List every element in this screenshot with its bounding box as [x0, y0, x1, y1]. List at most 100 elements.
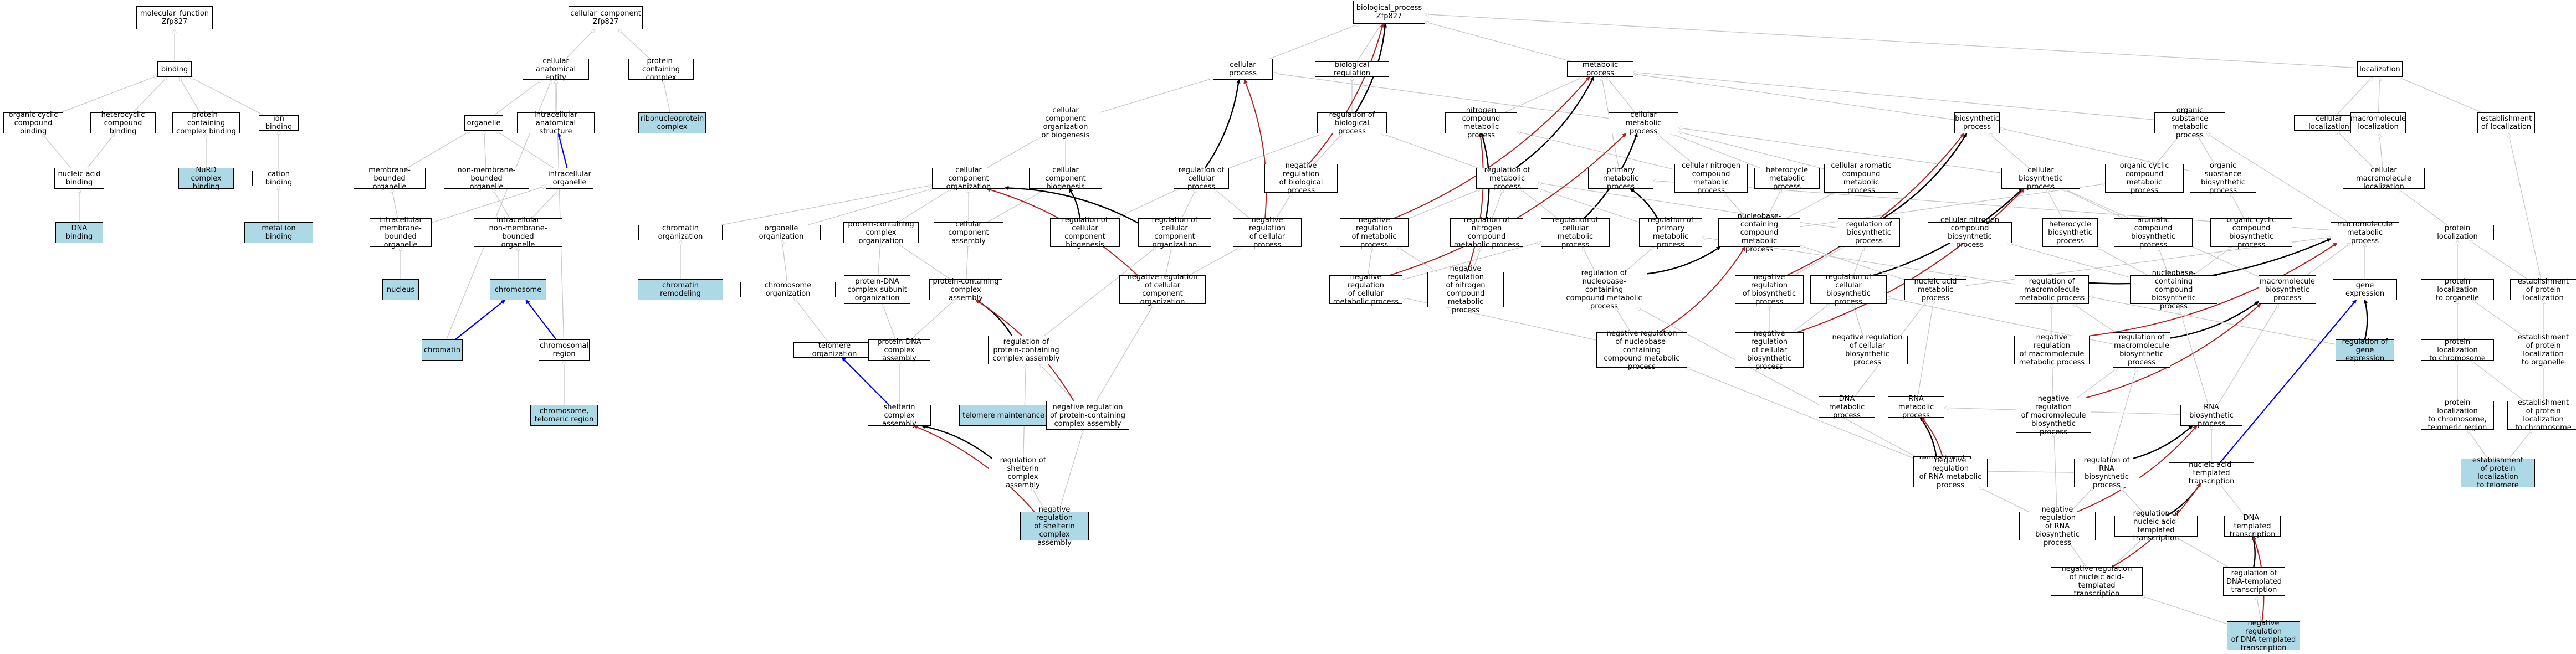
term-node-negative-regulation-nshel[interactable]: negative regulation of shelterin complex…	[1020, 506, 1089, 547]
term-node-organelle-organelle[interactable]: organelle	[464, 115, 503, 131]
term-node-regulation-of-rnbcmp[interactable]: regulation of nucleobase-containing comp…	[1561, 269, 1647, 311]
term-node-cellular-nitrogen-cnmp[interactable]: cellular nitrogen compound metabolic pro…	[1674, 162, 1748, 195]
term-node-negative-regulation-nrncmp[interactable]: negative regulation of nitrogen compound…	[1427, 265, 1504, 315]
term-node-ion-binding-ionb[interactable]: ion binding	[259, 115, 299, 131]
term-node-regulation-of-rcbp[interactable]: regulation of cellular biosynthetic proc…	[1810, 273, 1887, 306]
term-node-chromosome-organization-chrorg2[interactable]: chromosome organization	[740, 281, 836, 298]
term-node-organic-cyclic-ocmp[interactable]: organic cyclic compound metabolic proces…	[2105, 162, 2184, 195]
term-node-regulation-of-rccb[interactable]: regulation of cellular component biogene…	[1050, 216, 1120, 249]
term-node-chromosomal-chrreg[interactable]: chromosomal region	[539, 339, 590, 361]
term-node-metal-ion-binding-metb[interactable]: metal ion binding	[244, 222, 313, 243]
term-node-nucleobase-containing-nbcmp[interactable]: nucleobase-containing compound metabolic…	[1718, 212, 1800, 254]
term-node-negative-regulation-nrmp[interactable]: negative regulation of metabolic process	[1340, 216, 1409, 249]
term-node-cellular-component-ccb[interactable]: cellular component biogenesis	[1029, 166, 1102, 191]
term-node-organelle-organization-orgorg[interactable]: organelle organization	[742, 224, 821, 241]
term-node-intracellular-imbo[interactable]: intracellular membrane-bounded organelle	[370, 216, 432, 249]
term-node-intracellular-io[interactable]: intracellular organelle	[546, 168, 593, 189]
term-node-heterocycle-hbp[interactable]: heterocycle biosynthetic process	[2042, 218, 2098, 247]
term-node-protein-containing-pcca[interactable]: protein-containing complex assembly	[929, 277, 1002, 302]
term-node-rna-metabolic-rnamp[interactable]: RNA metabolic process	[1888, 395, 1944, 420]
term-node-chromosome-chromosome[interactable]: chromosome	[490, 279, 546, 300]
term-node-cellular-anatomical-cae[interactable]: cellular anatomical entity	[523, 57, 589, 82]
term-node-ribonucleoprotein-rnp[interactable]: ribonucleoprotein complex	[638, 112, 706, 133]
term-node-cation-binding-catb[interactable]: cation binding	[252, 170, 305, 187]
term-node-cellular-process-cellproc[interactable]: cellular process	[1213, 59, 1273, 80]
term-node-regulation-of-rcp[interactable]: regulation of cellular process	[1174, 166, 1229, 191]
term-node-establishment-estpltc[interactable]: establishment of protein localization to…	[2507, 399, 2576, 432]
term-node-heterocyclic-hcb[interactable]: heterocyclic compound binding	[90, 111, 156, 136]
term-node-negative-regulation-nrcco[interactable]: negative regulation of cellular componen…	[1119, 273, 1206, 306]
term-node-biological-process-bp[interactable]: biological_process Zfp827	[1353, 1, 1425, 24]
term-node-regulation-of-rnatt[interactable]: regulation of nucleic acid-templated tra…	[2114, 509, 2198, 543]
term-node-regulation-of-rdtt[interactable]: regulation of DNA-templated transcriptio…	[2223, 567, 2285, 596]
term-node-chromosome-telreg[interactable]: chromosome, telomeric region	[530, 405, 598, 426]
term-node-organic-substance-osmp[interactable]: organic substance metabolic process	[2154, 106, 2225, 140]
term-node-establishment-estloc[interactable]: establishment of localization	[2477, 112, 2535, 133]
term-node-protein-containing-pccorg[interactable]: protein-containing complex organization	[843, 220, 919, 245]
term-node-regulation-of-rshel[interactable]: regulation of shelterin complex assembly	[989, 456, 1057, 490]
term-node-non-membrane-bounded-nmbo[interactable]: non-membrane-bounded organelle	[444, 166, 529, 191]
term-node-localization-localization[interactable]: localization	[2357, 61, 2403, 77]
term-node-heterocycle-hmp[interactable]: heterocycle metabolic process	[1754, 166, 1820, 191]
term-node-nurd-complex-nurd[interactable]: NuRD complex binding	[178, 166, 234, 191]
term-node-shelterin-complex-shelasm[interactable]: shelterin complex assembly	[868, 403, 931, 428]
term-node-regulation-of-rbiosyn[interactable]: regulation of biosynthetic process	[1838, 218, 1900, 247]
term-node-negative-regulation-nrdtt[interactable]: negative regulation of DNA-templated tra…	[2227, 619, 2300, 652]
term-node-regulation-of-rmmp[interactable]: regulation of macromolecule metabolic pr…	[2015, 275, 2089, 304]
term-node-dna-templated-dtt[interactable]: DNA-templated transcription	[2224, 514, 2281, 539]
term-node-establishment-estpl[interactable]: establishment of protein localization	[2510, 277, 2576, 302]
term-node-dna-binding-dnab[interactable]: DNA binding	[55, 222, 103, 243]
term-node-nitrogen-compound-ncmp[interactable]: nitrogen compound metabolic process	[1445, 106, 1517, 140]
term-node-gene-expression-gexp[interactable]: gene expression	[2333, 279, 2397, 300]
term-node-cellular-component-ccob[interactable]: cellular component organization or bioge…	[1031, 106, 1100, 140]
term-node-regulation-of-rmbp[interactable]: regulation of macromolecule biosynthetic…	[2113, 332, 2170, 368]
term-node-macromolecule-mbp[interactable]: macromolecule biosynthetic process	[2259, 275, 2316, 304]
term-node-negative-regulation-ncmp2[interactable]: negative regulation of cellular metaboli…	[1329, 273, 1402, 306]
term-node-regulation-of-rmp[interactable]: regulation of metabolic process	[1476, 166, 1538, 191]
term-node-regulation-of-rpcca[interactable]: regulation of protein-containing complex…	[988, 336, 1064, 364]
term-node-negative-regulation-nrcbp[interactable]: negative regulation of cellular biosynth…	[1735, 329, 1804, 371]
term-node-chromatin-remodeling-chrrem[interactable]: chromatin remodeling	[638, 279, 723, 300]
term-node-negative-regulation-nrnbcmp[interactable]: negative regulation of nucleobase-contai…	[1596, 329, 1687, 371]
term-node-dna-metabolic-dnamp[interactable]: DNA metabolic process	[1819, 395, 1875, 420]
term-node-protein-dna-pdco[interactable]: protein-DNA complex subunit organization	[844, 275, 910, 304]
term-node-regulation-of-rcmp[interactable]: regulation of cellular metabolic process	[1541, 216, 1610, 249]
term-node-protein-localization-ploc[interactable]: protein localization	[2421, 224, 2494, 241]
term-node-nucleobase-containing-nbcbp[interactable]: nucleobase-containing compound biosynthe…	[2130, 269, 2217, 311]
term-node-primary-metabolic-pmp[interactable]: primary metabolic process	[1588, 166, 1653, 191]
term-node-negative-regulation-ncp[interactable]: negative regulation of cellular process	[1233, 216, 1302, 249]
term-node-regulation-of-rrnabp[interactable]: regulation of RNA biosynthetic process	[2074, 456, 2139, 490]
term-node-intracellular-ias[interactable]: intracellular anatomical structure	[517, 111, 595, 136]
term-node-biological-regulation-regbp[interactable]: biological regulation	[1315, 61, 1389, 78]
term-node-regulation-of-rcco[interactable]: regulation of cellular component organiz…	[1138, 216, 1211, 249]
term-node-establishment-estplo[interactable]: establishment of protein localization to…	[2508, 333, 2576, 367]
term-node-telomere-maintenance-telmain[interactable]: telomere maintenance	[959, 405, 1048, 426]
term-node-protein-dna-pdca[interactable]: protein-DNA complex assembly	[868, 338, 930, 363]
term-node-cellular-component-cco[interactable]: cellular component organization	[932, 166, 1005, 191]
term-node-macromolecule-macloc[interactable]: macromolecule localization	[2350, 112, 2406, 133]
term-node-organic-cyclic-ocb[interactable]: organic cyclic compound binding	[3, 111, 63, 136]
term-node-cellular-aromatic-camp[interactable]: cellular aromatic compound metabolic pro…	[1824, 162, 1898, 195]
term-node-cellular-biosynthetic-cbp[interactable]: cellular biosynthetic process	[2001, 166, 2080, 191]
term-node-negative-regulation-nrrnabp[interactable]: negative regulation of RNA biosynthetic …	[2019, 506, 2096, 547]
term-node-aromatic-compound-acbp[interactable]: aromatic compound biosynthetic process	[2114, 216, 2193, 249]
term-node-negative-regulation-nrpcca[interactable]: negative regulation of protein-containin…	[1046, 401, 1129, 430]
term-node-negative-regulation-nrbp[interactable]: negative regulation of biological proces…	[1264, 162, 1338, 195]
term-node-regulation-of-rge[interactable]: regulation of gene expression	[2336, 338, 2394, 363]
term-node-nucleus-nucleus[interactable]: nucleus	[382, 279, 419, 300]
term-node-protein-localization-pltctr[interactable]: protein localization to chromosome, telo…	[2421, 399, 2494, 432]
term-node-chromatin-chromatin[interactable]: chromatin	[422, 339, 463, 361]
term-node-metabolic-process-metproc[interactable]: metabolic process	[1567, 61, 1633, 78]
term-node-establishment-estpltel[interactable]: establishment of protein localization to…	[2461, 456, 2535, 490]
term-node-nucleic-acid-templated-natt[interactable]: nucleic acid-templated transcription	[2169, 461, 2254, 486]
term-node-membrane-bounded-mbo[interactable]: membrane-bounded organelle	[354, 166, 426, 191]
term-node-protein-containing-pccb[interactable]: protein-containing complex binding	[172, 111, 240, 136]
term-node-binding-binding[interactable]: binding	[157, 61, 192, 77]
term-node-cellular-component-cc[interactable]: cellular_component Zfp827	[569, 6, 643, 29]
term-node-negative-regulation-nrmbp[interactable]: negative regulation of macromolecule bio…	[2016, 395, 2091, 436]
term-node-negative-regulation-nrnatt[interactable]: negative regulation of nucleic acid-temp…	[2051, 565, 2143, 598]
term-node-cellular-metabolic-cmp[interactable]: cellular metabolic process	[1609, 111, 1678, 136]
term-node-protein-containing-pcc[interactable]: protein-containing complex	[628, 57, 694, 82]
term-node-regulation-of-rncmp[interactable]: regulation of nitrogen compound metaboli…	[1450, 216, 1523, 249]
term-node-regulation-of-rbp[interactable]: regulation of biological process	[1317, 111, 1387, 136]
